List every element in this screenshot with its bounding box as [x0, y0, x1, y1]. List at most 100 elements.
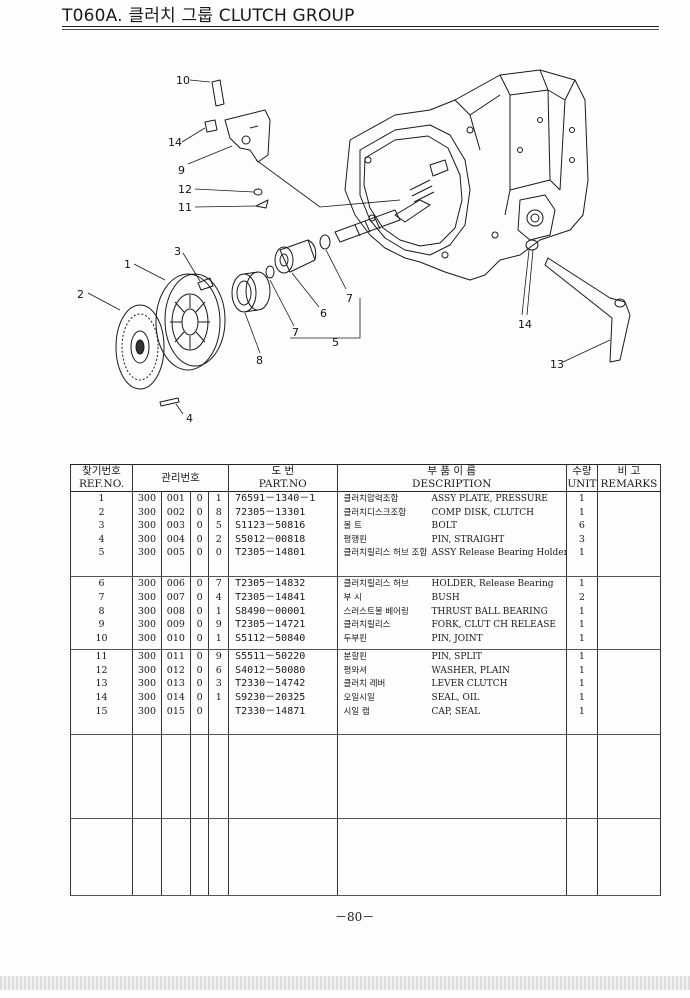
thrust-bearing — [231, 271, 271, 313]
m4-value: 0 — [215, 547, 222, 559]
ref-value: 1 — [98, 493, 105, 504]
desc-en: BOLT — [431, 521, 457, 532]
exploded-parts-diagram: 10 14 9 12 11 3 1 2 4 8 7 6 5 7 14 13 — [77, 69, 631, 425]
part-value: T2305－14832 — [235, 578, 306, 590]
m1-value: 300 — [137, 520, 157, 532]
callout-label: 2 — [77, 288, 84, 301]
m1-value: 300 — [137, 533, 157, 545]
part-value: T2330－14871 — [235, 705, 306, 717]
desc-en: LEVER CLUTCH — [431, 679, 508, 690]
callout-label: 9 — [178, 164, 185, 177]
m3-value: 0 — [196, 619, 203, 631]
m3-value: 0 — [196, 632, 203, 644]
m3-value: 0 — [196, 705, 203, 717]
unit-value: 3 — [578, 533, 585, 545]
m2-value: 007 — [166, 592, 185, 604]
desc-en: FORK, CLUT CH RELEASE — [431, 620, 556, 631]
desc-en: COMP DISK, CLUTCH — [431, 507, 535, 518]
m4-value: 2 — [215, 533, 222, 545]
m2-value: 005 — [166, 547, 185, 559]
pressure-plate — [155, 273, 226, 371]
rem-value — [598, 677, 660, 691]
m4-value: 1 — [215, 493, 222, 504]
unit-value: 1 — [578, 578, 585, 590]
desc-ko: 오일시일 — [343, 692, 375, 703]
m1-value: 300 — [137, 632, 157, 644]
m4-value: 9 — [215, 651, 222, 663]
cell-empty — [228, 734, 338, 819]
m4-value: 3 — [215, 678, 222, 690]
ref-value: 4 — [98, 533, 105, 545]
scan-edge — [0, 976, 690, 990]
m1-value: 300 — [137, 605, 157, 617]
desc-en: PIN, JOINT — [431, 633, 483, 644]
m3-value: 0 — [196, 651, 203, 663]
unit-value: 1 — [578, 547, 585, 559]
m2-value: 009 — [166, 619, 185, 631]
unit-value: 1 — [578, 664, 585, 676]
part-value: T2305－14801 — [235, 547, 306, 559]
part-value: T2305－14841 — [235, 592, 306, 604]
callout-label: 7 — [292, 326, 299, 339]
part-value: T2305－14721 — [235, 619, 306, 631]
desc-value: 볼 트 BOLT — [338, 519, 566, 533]
ref-value: 8 — [98, 605, 105, 617]
part-value: 72305－13301 — [235, 506, 306, 518]
desc-en: BUSH — [431, 593, 460, 604]
m4-value: 6 — [215, 664, 222, 676]
title-underline — [62, 26, 659, 27]
ref-value: 11 — [95, 651, 108, 663]
m2-value: 013 — [166, 678, 185, 690]
desc-ko: 시일 캡 — [343, 706, 370, 717]
m2-value: 014 — [166, 691, 185, 703]
callout-label: 4 — [186, 412, 193, 425]
ref-value: 14 — [95, 691, 108, 703]
rem-value — [598, 618, 660, 632]
m2-value: 015 — [166, 705, 185, 717]
rem-value — [598, 492, 660, 506]
m2-value: 001 — [166, 493, 185, 504]
cell-empty — [160, 818, 191, 897]
rem-value — [598, 519, 660, 533]
unit-value: 1 — [578, 705, 585, 717]
col-mgmt-no: 관리번호 — [131, 464, 230, 492]
desc-ko: 볼 트 — [343, 521, 362, 532]
m2-value: 010 — [166, 632, 185, 644]
m3-value: 0 — [196, 678, 203, 690]
callout-label: 3 — [174, 245, 181, 258]
m1-value: 300 — [137, 651, 157, 663]
rem-value — [598, 691, 660, 705]
callout-label: 5 — [332, 336, 339, 349]
m3-value: 0 — [196, 520, 203, 532]
unit-value: 1 — [578, 632, 585, 644]
m3-value: 0 — [196, 578, 203, 590]
page-number: －80－ — [335, 910, 375, 924]
desc-ko: 스러스트볼 베어링 — [343, 606, 409, 617]
m3-value: 0 — [196, 506, 203, 518]
m4-value: 1 — [215, 691, 222, 703]
ref-value: 2 — [98, 506, 105, 518]
desc-ko: 분할핀 — [343, 652, 368, 663]
m1-value: 300 — [137, 664, 157, 676]
m1-value: 300 — [137, 578, 157, 590]
cell-empty — [131, 734, 162, 819]
unit-value: 1 — [578, 605, 585, 617]
cell-rem — [596, 576, 662, 651]
page-title: T060A. 클러치 그룹 CLUTCH GROUP — [62, 6, 355, 26]
input-shaft — [334, 209, 401, 243]
rem-value — [598, 591, 660, 605]
desc-ko: 클러치디스크조합 — [343, 507, 407, 518]
